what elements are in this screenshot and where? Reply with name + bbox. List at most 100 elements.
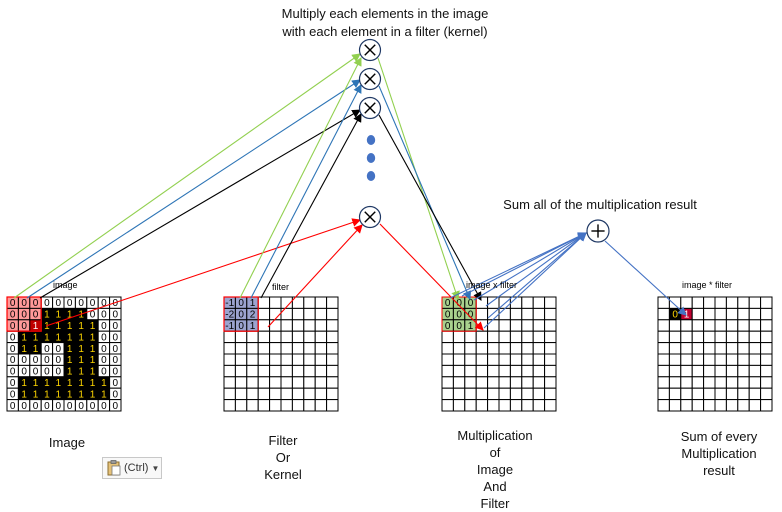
result-grid-cell [737,307,750,321]
result-grid-cell [691,376,705,389]
filter-grid-cell [314,387,328,401]
filter-grid-cell [326,353,339,366]
paste-options-label: (Ctrl) [124,462,149,474]
filter-to-multiply-arrow [267,224,363,328]
image-grid-value: 0 [10,310,16,321]
paste-options-button[interactable]: (Ctrl) ▼ [102,457,162,479]
filter-grid-cell [234,353,248,366]
result-grid-cell [760,376,773,389]
filter-grid-cell [314,364,328,378]
result-grid-cell [657,399,670,412]
result-grid-cell [714,307,727,321]
image-grid-value: 1 [67,378,73,389]
image-to-multiply-arrow [13,53,361,299]
filter-grid-cell [314,353,328,366]
result-grid-cell [760,364,773,378]
result-grid-cell [760,342,773,355]
filter-grid-cell [291,376,305,389]
filter-grid-cell [303,330,316,344]
chevron-down-icon: ▼ [151,463,160,473]
image-grid-value: 0 [101,298,107,309]
filter-grid-cell [223,353,236,366]
mult-to-sum-arrow [449,232,587,299]
result-grid-cell [748,387,762,401]
mult-grid-cell [464,364,477,378]
filter-grid-cell [234,387,248,401]
filter-grid-cell [269,319,282,332]
result-grid-cell [703,399,716,412]
filter-grid-cell [269,387,282,401]
result-grid-cell [725,387,739,401]
filter-grid-cell [223,376,236,389]
result-grid-cell [680,399,693,412]
filter-grid-cell [303,387,316,401]
filter-grid-cell [223,342,236,355]
filter-grid-cell [234,376,248,389]
filter-grid-cell [314,330,328,344]
result-grid-cell [668,353,682,366]
image-grid-value: 0 [56,344,62,355]
image-grid-value: 1 [33,389,39,400]
filter-grid-value: 2 [250,310,256,321]
image-grid-value: 0 [21,355,27,366]
result-grid-cell [703,387,716,401]
mult-grid-cell [521,376,534,389]
multiply-circle-icon-stroke [364,44,376,56]
result-grid-cell [703,364,716,378]
result-grid-cell [748,330,762,344]
result-grid-cell [737,342,750,355]
result-grid-cell [668,296,682,309]
result-grid-cell [725,296,739,309]
image-grid-value: 1 [67,310,73,321]
filter-grid-cell [303,353,316,366]
filter-grid-cell [269,376,282,389]
mult-grid-cell [532,319,546,332]
mult-grid-cell [521,307,534,321]
filter-grid-cell [257,342,271,355]
result-grid-cell [748,399,762,412]
result-grid-cell [668,364,682,378]
mult-grid-cell [521,319,534,332]
image-grid-value: 1 [33,321,39,332]
image-grid-value: 1 [21,332,27,343]
mult-grid-cell [475,399,489,412]
mult-grid-cell [544,330,557,344]
mult-grid-cell [498,307,511,321]
filter-grid-cell [280,376,293,389]
result-grid-cell [691,342,705,355]
image-grid-value: 0 [10,401,16,412]
mult-grid-cell [521,342,534,355]
image-grid-value: 0 [44,344,50,355]
image-grid-value: 0 [21,367,27,378]
filter-grid-cell [234,364,248,378]
filter-grid-cell [223,387,236,401]
image-grid-value: 1 [56,332,62,343]
filter-grid-cell [234,330,248,344]
image-grid-value: 1 [67,367,73,378]
filter-grid-cell [280,319,293,332]
filter-grid-cell [234,342,248,355]
mult-grid-cell [441,387,454,401]
mult-grid-cell [544,387,557,401]
result-grid-cell [691,319,705,332]
filter-grid-cell [269,296,282,309]
result-grid-cell [668,330,682,344]
mult-to-sum-arrow [483,232,587,329]
filter-grid-cell [280,353,293,366]
result-grid-cell [725,319,739,332]
result-grid-cell [657,353,670,366]
filter-grid-cell [257,296,271,309]
result-grid-cell [737,319,750,332]
result-grid-cell [760,296,773,309]
mult-grid-cell [544,319,557,332]
filter-grid-cell [303,364,316,378]
filter-grid-cell [326,399,339,412]
result-grid-cell [737,330,750,344]
multiply-circle-icon [358,67,382,91]
result-grid-cell [691,387,705,401]
mult-grid-cell [509,387,523,401]
result-grid-cell [714,387,727,401]
filter-to-multiply-arrow [239,57,362,299]
result-grid-cell [725,307,739,321]
